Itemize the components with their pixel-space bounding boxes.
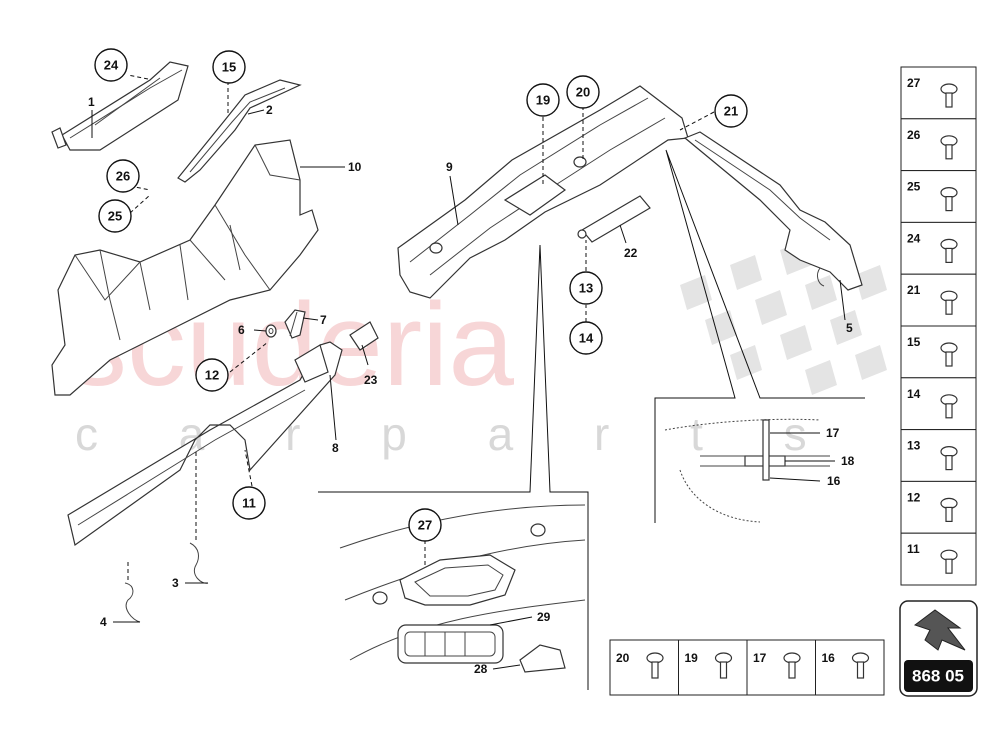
- side-part-number: 21: [907, 283, 921, 297]
- side-part-number: 11: [907, 542, 920, 556]
- callout-12: 12: [195, 358, 229, 392]
- part-pad: [51, 61, 189, 151]
- diagram-code: 868 05: [912, 667, 964, 686]
- label-29: 29: [537, 610, 551, 624]
- svg-text:12: 12: [205, 368, 219, 383]
- svg-text:14: 14: [579, 331, 594, 346]
- part-headliner: [397, 85, 689, 299]
- callout-20: 20: [566, 75, 600, 109]
- side-part-box-21: 21: [900, 273, 977, 327]
- label-22: 22: [624, 246, 638, 260]
- diagram-code-badge: 868 05: [899, 600, 978, 697]
- label-16: 16: [827, 474, 841, 488]
- bottom-parts-row: 20 19 17 16: [609, 639, 885, 696]
- svg-text:26: 26: [116, 169, 130, 184]
- side-part-box-13: 13: [900, 429, 977, 482]
- inset-pointer-left: [318, 244, 589, 690]
- part-rear-panel: [51, 139, 319, 396]
- callout-13: 13: [569, 271, 603, 305]
- part-lower-trim: [67, 341, 343, 547]
- svg-text:20: 20: [576, 85, 590, 100]
- callout-15: 15: [212, 50, 246, 84]
- part-wire-4: [124, 582, 141, 623]
- svg-text:27: 27: [418, 518, 432, 533]
- part-bracket: [177, 79, 302, 183]
- side-parts-column: 27 26 25 24 21 15 14 13 12 11: [900, 66, 977, 586]
- bottom-part-number: 20: [616, 651, 630, 665]
- inset-pointer-right: [654, 149, 865, 523]
- inset-console-detail: [339, 504, 586, 673]
- callout-19: 19: [526, 83, 560, 117]
- svg-text:21: 21: [724, 104, 738, 119]
- svg-text:24: 24: [104, 58, 119, 73]
- side-part-box-15: 15: [900, 325, 977, 379]
- side-part-box-24: 24: [900, 221, 977, 275]
- side-part-number: 15: [907, 335, 921, 349]
- side-part-number: 27: [907, 76, 921, 90]
- callout-21: 21: [714, 94, 748, 128]
- label-10: 10: [348, 160, 362, 174]
- svg-text:19: 19: [536, 93, 550, 108]
- part-clip-7: [284, 309, 306, 339]
- label-17: 17: [826, 426, 840, 440]
- side-part-number: 14: [907, 387, 921, 401]
- callout-14: 14: [569, 321, 603, 355]
- bottom-part-box-16: 16: [815, 639, 885, 696]
- inset-section-detail: [664, 418, 835, 523]
- label-4: 4: [100, 615, 107, 629]
- label-6: 6: [238, 323, 245, 337]
- part-wire-3: [189, 542, 209, 584]
- svg-text:25: 25: [108, 209, 122, 224]
- side-part-box-27: 27: [900, 66, 977, 120]
- callout-27: 27: [408, 508, 442, 542]
- callout-25: 25: [98, 199, 132, 233]
- label-9: 9: [446, 160, 453, 174]
- callout-26: 26: [106, 159, 140, 193]
- part-pillar-trim: [683, 131, 863, 291]
- side-part-number: 25: [907, 180, 921, 194]
- label-18: 18: [841, 454, 855, 468]
- side-part-number: 13: [907, 439, 921, 453]
- side-part-box-11: 11: [900, 532, 977, 586]
- side-part-number: 24: [907, 231, 921, 245]
- side-part-box-12: 12: [900, 480, 977, 534]
- bottom-part-number: 17: [753, 651, 767, 665]
- label-5: 5: [846, 321, 853, 335]
- label-23: 23: [364, 373, 378, 387]
- side-part-number: 26: [907, 128, 921, 142]
- part-visor: [577, 195, 651, 243]
- label-28: 28: [474, 662, 488, 676]
- bottom-part-box-17: 17: [746, 639, 816, 696]
- callout-11: 11: [232, 486, 266, 520]
- label-7: 7: [320, 313, 327, 327]
- part-nut-6: [265, 324, 277, 338]
- bottom-part-box-19: 19: [678, 639, 748, 696]
- svg-text:15: 15: [222, 60, 236, 75]
- arrow-icon: [913, 609, 966, 651]
- part-cover-23: [349, 321, 379, 351]
- side-part-box-14: 14: [900, 377, 977, 431]
- svg-text:11: 11: [242, 496, 256, 511]
- svg-text:13: 13: [579, 281, 593, 296]
- label-2: 2: [266, 103, 273, 117]
- side-part-number: 12: [907, 490, 921, 504]
- bottom-part-box-20: 20: [609, 639, 679, 696]
- leader-lines: [91, 74, 846, 623]
- bottom-part-number: 19: [685, 651, 699, 665]
- side-part-box-26: 26: [900, 118, 977, 172]
- bottom-part-number: 16: [822, 651, 836, 665]
- label-3: 3: [172, 576, 179, 590]
- watermark-flag: [680, 240, 887, 395]
- label-1: 1: [88, 95, 95, 109]
- label-8: 8: [332, 441, 339, 455]
- callout-24: 24: [94, 48, 128, 82]
- side-part-box-25: 25: [900, 170, 977, 223]
- watermark-sub: c a r p a r t s: [75, 408, 841, 460]
